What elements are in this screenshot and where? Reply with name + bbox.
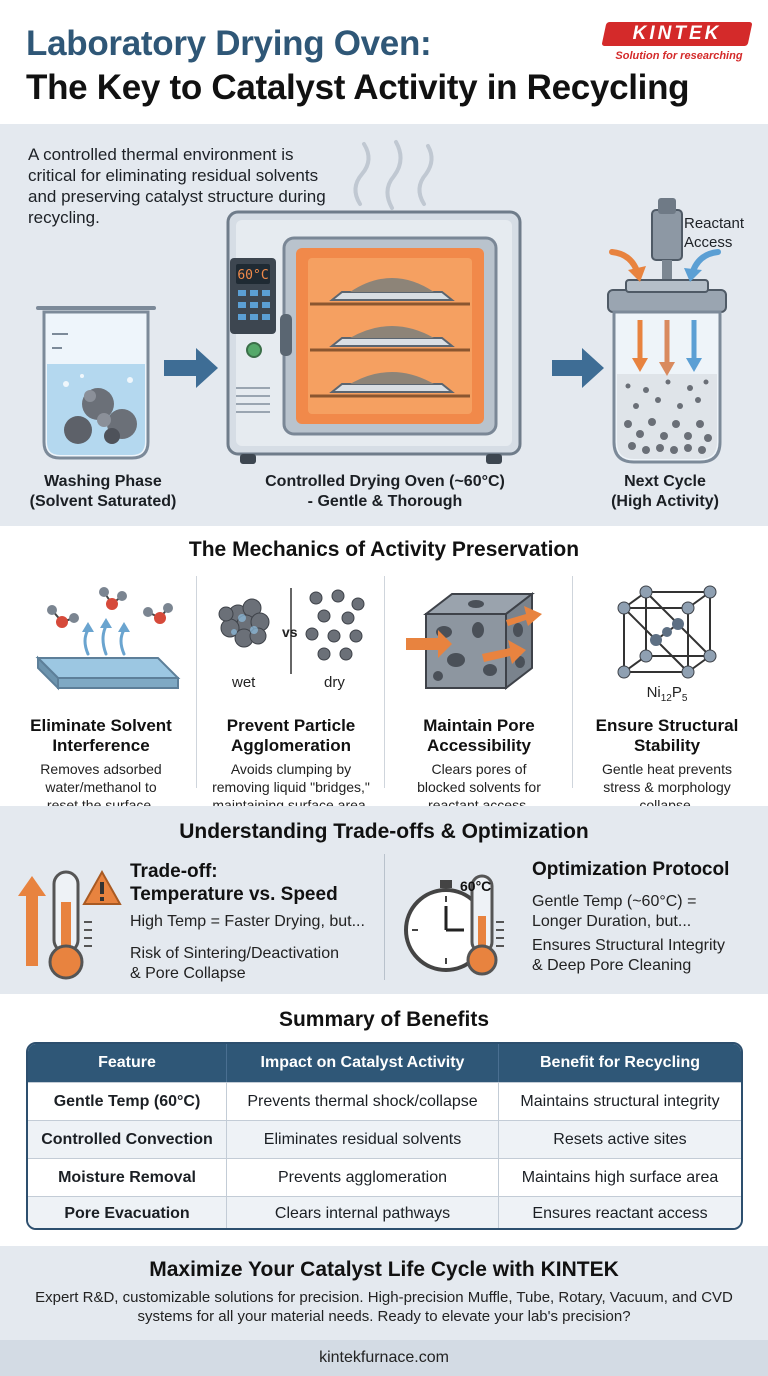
optimization-title: Optimization Protocol <box>532 859 730 880</box>
table-row: Pore Evacuation Clears internal pathways… <box>28 1196 741 1228</box>
tradeoffs-title: Understanding Trade-offs & Optimization <box>179 820 589 843</box>
reactant-label-line2: Access <box>684 234 733 251</box>
column-header: Impact on Catalyst Activity <box>226 1044 498 1082</box>
mechanics-section: The Mechanics of Activity Preservation E… <box>0 526 768 813</box>
steam-icon <box>353 140 434 210</box>
table-cell: Eliminates residual solvents <box>226 1121 498 1158</box>
catalyst-particles-icon <box>624 379 712 454</box>
table-row: Moisture Removal Prevents agglomeration … <box>28 1158 741 1196</box>
summary-section: Summary of Benefits Feature Impact on Ca… <box>0 994 768 1246</box>
table-cell: Prevents agglomeration <box>226 1159 498 1196</box>
arrow-up-icon <box>18 876 46 966</box>
reactant-access-label: Reactant Access <box>684 214 744 252</box>
table-cell: Maintains high surface area <box>498 1159 741 1196</box>
arrow-right-icon <box>164 348 218 388</box>
kintek-logo[interactable]: KINTEK Solution for researching <box>601 22 753 66</box>
caption-line2: (Solvent Saturated) <box>29 493 177 510</box>
porous-cube-icon <box>406 591 542 691</box>
page-title-line1: Laboratory Drying Oven: <box>26 24 432 63</box>
reactant-label-line1: Reactant <box>684 215 745 232</box>
beaker-icon <box>36 306 156 460</box>
reactant-flow-arrows-icon <box>609 249 721 376</box>
column-divider <box>384 576 385 788</box>
table-cell: Resets active sites <box>498 1121 741 1158</box>
dry-label: dry <box>324 674 345 691</box>
tradeoff-text2: Risk of Sintering/Deactivation& Pore Col… <box>130 945 339 982</box>
table-row: Controlled Convection Eliminates residua… <box>28 1120 741 1158</box>
table-cell: Moisture Removal <box>58 1168 196 1186</box>
vs-label: vs <box>282 624 298 640</box>
cta-section: Maximize Your Catalyst Life Cycle with K… <box>0 1246 768 1340</box>
website-link[interactable]: kintekfurnace.com <box>319 1349 449 1366</box>
footer: kintekfurnace.com <box>0 1340 768 1376</box>
benefits-table: Feature Impact on Catalyst Activity Bene… <box>26 1042 743 1230</box>
solvent-evaporation-icon <box>35 587 181 691</box>
caption-line1: Controlled Drying Oven (~60°C) <box>265 473 505 490</box>
table-cell: Controlled Convection <box>41 1130 213 1148</box>
table-cell: Prevents thermal shock/collapse <box>226 1083 498 1120</box>
optimization-text2: Ensures Structural Integrity& Deep Pore … <box>532 937 725 974</box>
arrow-right-icon <box>552 348 604 388</box>
column-divider <box>196 576 197 788</box>
tradeoff-text1: High Temp = Faster Drying, but... <box>130 913 365 930</box>
optimization-text1: Gentle Temp (~60°C) =Longer Duration, bu… <box>532 893 697 930</box>
cta-title: Maximize Your Catalyst Life Cycle with K… <box>149 1258 619 1281</box>
formula-label: Ni12P5 <box>646 684 688 704</box>
column-header: Benefit for Recycling <box>498 1044 741 1082</box>
summary-title: Summary of Benefits <box>278 1008 490 1031</box>
column-divider <box>572 576 573 788</box>
table-row: Gentle Temp (60°C) Prevents thermal shoc… <box>28 1082 741 1120</box>
logo-text: KINTEK <box>632 23 722 44</box>
table-cell: Gentle Temp (60°C) <box>53 1092 201 1110</box>
caption-line2: (High Activity) <box>611 493 719 510</box>
caption-drying-oven: Controlled Drying Oven (~60°C) - Gentle … <box>240 472 530 512</box>
column-header: Feature <box>98 1054 156 1071</box>
hero-section: 60°C A controlled therma <box>0 124 768 526</box>
tradeoff-title: Trade-off:Temperature vs. Speed <box>130 861 338 905</box>
table-header-row: Feature Impact on Catalyst Activity Bene… <box>28 1044 741 1082</box>
header: Laboratory Drying Oven: The Key to Catal… <box>0 0 768 120</box>
caption-line1: Next Cycle <box>624 473 706 490</box>
oven-display-text: 60°C <box>237 268 268 283</box>
table-cell: Pore Evacuation <box>64 1204 190 1222</box>
tradeoffs-section: Understanding Trade-offs & Optimization … <box>0 806 768 994</box>
caption-line2: - Gentle & Thorough <box>307 493 463 510</box>
caption-line1: Washing Phase <box>44 473 162 490</box>
crystal-lattice-icon <box>617 585 717 679</box>
logo-tagline: Solution for researching <box>615 50 743 62</box>
agglomeration-icon <box>218 588 365 674</box>
temp-label: 60°C <box>460 878 492 894</box>
wet-label: wet <box>232 674 256 691</box>
table-cell: Ensures reactant access <box>498 1197 741 1228</box>
hero-intro-text: A controlled thermal environment is crit… <box>28 145 326 227</box>
table-cell: Clears internal pathways <box>226 1197 498 1228</box>
page-title-line2: The Key to Catalyst Activity in Recyclin… <box>26 68 690 107</box>
mechanics-title: The Mechanics of Activity Preservation <box>188 538 580 561</box>
table-cell: Maintains structural integrity <box>498 1083 741 1120</box>
drying-process-illustration: 60°C <box>36 140 727 464</box>
column-divider <box>384 854 385 980</box>
clock-thermometer-icon <box>404 874 504 976</box>
thermometer-warning-icon <box>18 869 122 980</box>
cta-text: Expert R&D, customizable solutions for p… <box>35 1289 733 1325</box>
caption-washing-phase: Washing Phase (Solvent Saturated) <box>20 472 186 512</box>
drying-oven-icon <box>226 210 522 464</box>
caption-next-cycle: Next Cycle (High Activity) <box>590 472 740 512</box>
